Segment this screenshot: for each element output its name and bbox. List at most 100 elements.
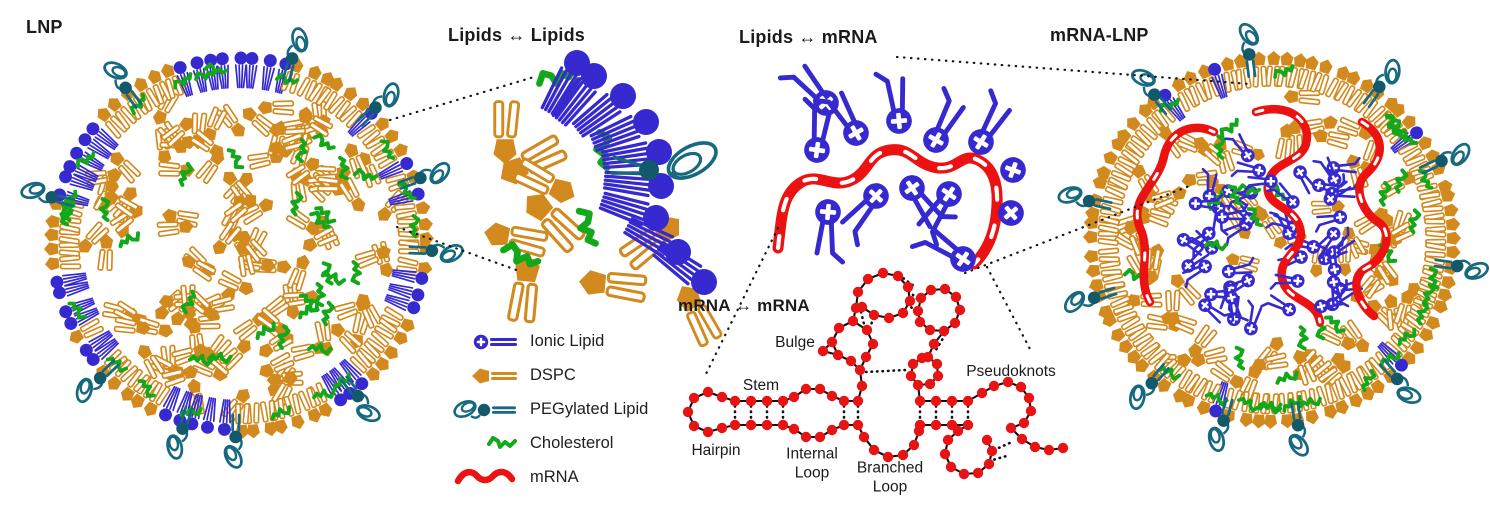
ionic-lipid-glyph: [598, 191, 669, 231]
rna-nucleotide-dot: [939, 448, 951, 460]
rna-nucleotide-dot: [1015, 381, 1027, 393]
dspc-lipid-glyph: [356, 293, 383, 329]
ionic-lipid-glyph: [571, 83, 636, 138]
cholesterol-glyph: [314, 282, 326, 308]
cholesterol-glyph: [1297, 325, 1309, 351]
stem-label: Stem: [742, 377, 780, 394]
legend-label: DSPC: [530, 366, 576, 384]
rna-nucleotide-dot: [914, 316, 926, 328]
dspc-lipid-glyph: [113, 316, 151, 335]
dotted-connector: [388, 75, 536, 122]
rna-nucleotide-dot: [856, 380, 868, 392]
ionic-lipid-glyph: [201, 396, 217, 434]
rna-nucleotide-dot: [761, 395, 773, 407]
ionic-lipid-plus-glyph: [814, 199, 846, 265]
rna-nucleotide-dot: [868, 309, 880, 321]
pegylated-lipid-glyph: [1378, 359, 1422, 404]
cholesterol-glyph: [173, 72, 193, 90]
lnp-title: LNP: [26, 17, 63, 37]
dotted-connector: [702, 226, 780, 380]
ionic-lipid-glyph: [159, 385, 181, 422]
legend: Ionic Lipid DSPC: [444, 328, 648, 498]
dspc-lipid-glyph: [349, 349, 380, 381]
dspc-lipid-glyph: [104, 190, 139, 219]
rna-nucleotide-dot: [912, 305, 924, 317]
rna-nucleotide-dot: [833, 322, 845, 334]
dspc-lipid-glyph: [380, 306, 415, 333]
rna-nucleotide-dot: [862, 273, 874, 285]
dspc-lipid-glyph: [285, 157, 320, 186]
dotted-connector-lines: [388, 55, 1252, 380]
cholesterol-glyph: [1157, 366, 1182, 381]
rna-nucleotide-dot: [924, 324, 936, 336]
dspc-lipid-glyph: [676, 286, 723, 348]
rna-nucleotide-dot: [914, 395, 926, 407]
rna-nucleotide-dot: [915, 292, 927, 304]
rna-nucleotide-dot: [1029, 441, 1041, 453]
cholesterol-glyph: [277, 324, 291, 351]
dspc-lipid-glyph: [331, 323, 363, 355]
cholesterol-glyph: [270, 405, 292, 421]
legend-row: DSPC: [444, 362, 648, 389]
hairpin-label: Hairpin: [691, 442, 741, 459]
rna-nucleotide-dot: [814, 431, 826, 443]
dspc-lipid-glyph: [1312, 129, 1350, 150]
rna-nucleotide-dot: [852, 286, 864, 298]
mrna-strand: [772, 144, 1003, 270]
pegylated-lipid-glyph: [1130, 68, 1173, 116]
ionic-lipid-glyph: [261, 54, 277, 92]
pegylated-lipid-glyph: [356, 82, 400, 127]
pegylated-lipid-glyph: [75, 359, 120, 404]
dspc-lipid-glyph: [513, 157, 575, 204]
rna-nucleotide-dot: [952, 425, 964, 437]
cholesterol-glyph: [290, 190, 304, 217]
ionic-lipid-icon: [444, 331, 518, 353]
rna-nucleotide-dot: [800, 383, 812, 395]
dspc-lipid-glyph: [394, 201, 431, 220]
pegylated-lipid-glyph: [1207, 397, 1234, 453]
ionic-lipid-plus-glyph: [1224, 133, 1255, 163]
dspc-lipid-glyph: [1325, 378, 1349, 415]
ionic-lipid-glyph: [378, 157, 414, 180]
rna-nucleotide-dot: [1005, 422, 1017, 434]
cholesterol-glyph: [1385, 115, 1401, 137]
dspc-lipid-glyph: [357, 340, 389, 371]
dspc-lipid-glyph: [97, 234, 114, 272]
dspc-lipid-glyph: [156, 219, 194, 238]
dspc-lipid-glyph: [1117, 129, 1150, 158]
dspc-lipid-glyph: [219, 340, 251, 371]
rna-nucleotide-dot: [852, 395, 864, 407]
pegylated-lipid-icon: [444, 397, 518, 423]
ionic-lipid-glyph: [78, 133, 112, 160]
dspc-lipid-glyph: [1425, 230, 1461, 246]
rna-nucleotide-dot: [1025, 405, 1037, 417]
ionic-lipid-plus-glyph: [916, 181, 962, 248]
dotted-connector: [395, 225, 524, 274]
cholesterol-glyph: [408, 214, 421, 239]
rna-nucleotide-dot: [954, 304, 966, 316]
ionic-lipid-plus-glyph: [1201, 167, 1218, 204]
rna-nucleotide-dot: [930, 395, 942, 407]
rna-nucleotide-dot: [1002, 376, 1014, 388]
cholesterol-icon: [444, 434, 518, 454]
dspc-lipid-glyph: [69, 318, 105, 344]
dspc-lipid-glyph: [97, 108, 128, 139]
cholesterol-glyph: [206, 351, 233, 364]
cholesterol-glyph: [321, 300, 335, 327]
rna-nucleotide-dot: [914, 419, 926, 431]
rna-nucleotide-dot: [908, 439, 920, 451]
pegylated-lipid-glyph: [1362, 58, 1401, 109]
dspc-lipid-glyph: [1424, 217, 1461, 234]
cholesterol-glyph: [312, 388, 336, 400]
ionic-lipid-plus-glyph: [1243, 174, 1278, 193]
ionic-lipid-glyph: [589, 109, 659, 152]
dotted-connector: [963, 183, 1194, 275]
rna-nucleotide-dot: [729, 419, 741, 431]
dspc-lipid-glyph: [339, 97, 370, 129]
rna-nucleotide-dot: [930, 419, 942, 431]
dspc-lipid-glyph: [1172, 369, 1201, 403]
mrna-lnp-title: mRNA-LNP: [1050, 25, 1149, 45]
rna-nucleotide-dot: [826, 390, 838, 402]
dspc-lipid-glyph: [1292, 349, 1318, 386]
pegylated-lipid-glyph: [610, 141, 718, 180]
